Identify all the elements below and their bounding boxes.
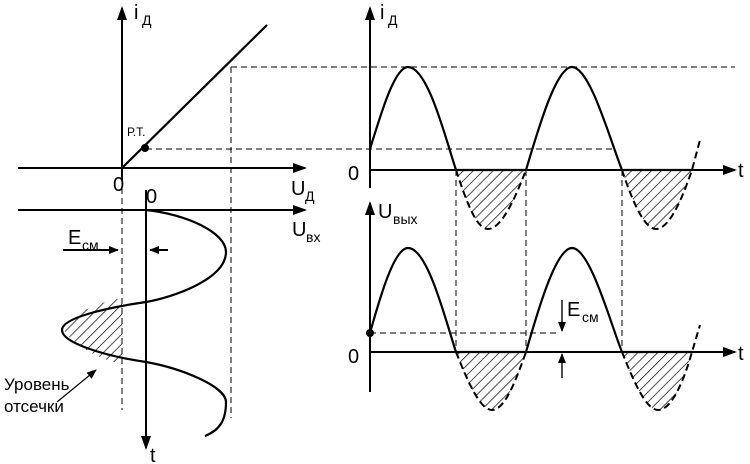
out-cut-hatch-2 <box>622 352 692 410</box>
uvx-axis-label-sub: вх <box>306 229 320 245</box>
characteristic-line <box>121 24 268 169</box>
uvx-axis-label: U <box>292 219 306 241</box>
cutoff-pointer <box>56 369 97 403</box>
out-clipped-dashed-2 <box>621 324 701 412</box>
projection-lines <box>121 66 735 418</box>
clipped-region-hatch <box>63 298 122 364</box>
bias-label-right: E <box>567 299 580 321</box>
output-start-dot <box>366 329 374 337</box>
operating-point-dot <box>141 144 149 152</box>
bias-label-right-sub: см <box>582 309 599 325</box>
operating-point-label: Р.Т. <box>127 125 145 139</box>
zero-label-left: 0 <box>113 174 124 196</box>
out-clipped-dashed-1 <box>455 351 527 412</box>
cutoff-label-line1: Уровень <box>4 375 70 394</box>
t-axis-right-bottom-label: t <box>738 343 744 365</box>
out-cut-hatch-1 <box>456 352 526 410</box>
uout-axis-label-sub: вых <box>393 211 418 227</box>
input-voltage-graph: U вх 0 t E см Уровень отсечки <box>4 186 320 464</box>
ud-axis-label: U <box>291 178 305 200</box>
ud-axis-label-sub: Д <box>305 188 315 204</box>
zero-label-right-bottom: 0 <box>348 346 359 368</box>
clipped-dashed-2 <box>621 139 701 231</box>
output-voltage-graph: E см U вых 0 t <box>348 201 744 412</box>
output-voltage-curve <box>368 246 692 354</box>
id-right-axis-label: i <box>380 2 384 24</box>
cut-hatch-2 <box>622 170 692 229</box>
id-axis-label-sub: Д <box>142 12 152 28</box>
uout-axis-label: U <box>378 201 392 223</box>
id-axis-label: i <box>134 2 138 24</box>
diode-current-curve <box>368 65 692 172</box>
diode-current-graph: i Д 0 t <box>348 2 744 231</box>
clipped-dashed-1 <box>455 169 527 231</box>
bias-label-left-sub: см <box>82 237 99 253</box>
cut-hatch-1 <box>456 170 526 229</box>
diode-characteristic-graph: Р.Т. i Д U Д 0 <box>18 2 315 204</box>
zero-label-mid: 0 <box>146 186 157 208</box>
bias-label-left: E <box>68 227 81 249</box>
cutoff-label-line2: отсечки <box>4 397 64 416</box>
t-axis-right-top-label: t <box>738 160 744 182</box>
t-axis-bottom-label: t <box>150 445 156 464</box>
input-sine-curve <box>60 208 228 438</box>
id-right-axis-label-sub: Д <box>388 12 398 28</box>
zero-label-right-top: 0 <box>348 163 359 185</box>
